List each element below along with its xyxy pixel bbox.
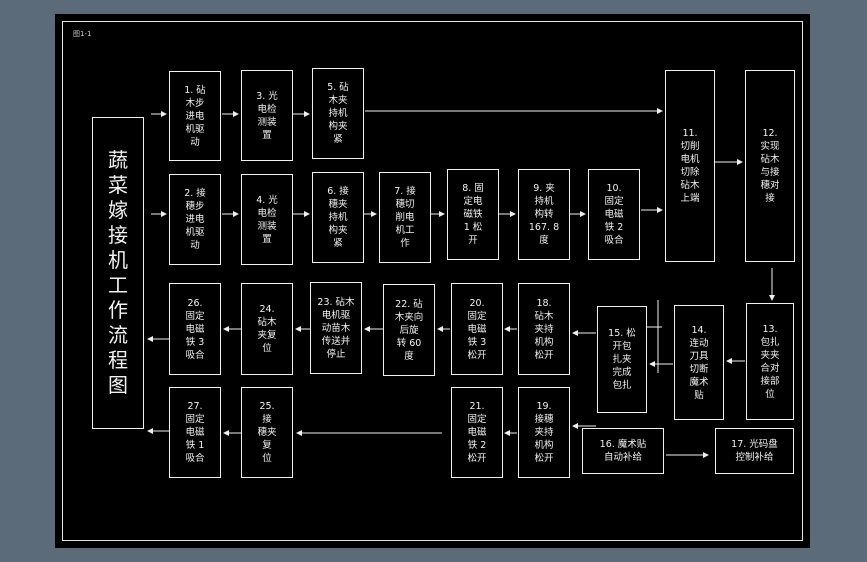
step-2: 2. 接 穗步 进电 机驱 动 [169, 174, 221, 265]
step-1: 1. 砧 木步 进电 机驱 动 [169, 71, 221, 161]
step-27: 27. 固定 电磁 铁 1 吸合 [169, 387, 221, 478]
step-5: 5. 砧 木夹 持机 构夹 紧 [312, 68, 364, 159]
corner-tag: 图1-1 [73, 30, 92, 38]
step-21: 21. 固定 电磁 铁 2 松开 [451, 387, 503, 478]
step-26: 26. 固定 电磁 铁 3 吸合 [169, 283, 221, 375]
step-13: 13. 包扎 夹夹 合对 接部 位 [746, 303, 794, 420]
step-19: 19. 接穗 夹持 机构 松开 [518, 387, 570, 478]
step-15: 15. 松 开包 扎夹 完成 包扎 [597, 306, 647, 413]
step-10: 10. 固定 电磁 铁 2 吸合 [588, 169, 640, 260]
step-7: 7. 接 穗切 削电 机工 作 [379, 172, 431, 263]
step-9: 9. 夹 持机 构转 167. 8 度 [518, 169, 570, 260]
flowchart-title: 蔬 菜 嫁 接 机 工 作 流 程 图 [92, 117, 144, 429]
step-24: 24. 砧木 夹复 位 [241, 283, 293, 375]
step-4: 4. 光 电检 测装 置 [241, 174, 293, 265]
drawing-frame-wrap [55, 14, 810, 548]
drawing-border [62, 21, 803, 541]
step-16: 16. 魔术贴 自动补给 [582, 428, 664, 474]
step-22: 22. 砧 木夹向 后旋 转 60 度 [383, 284, 435, 376]
drawing-canvas [55, 14, 810, 548]
step-6: 6. 接 穗夹 持机 构夹 紧 [312, 172, 364, 263]
step-8: 8. 固 定电 磁铁 1 松 开 [447, 169, 499, 260]
step-18: 18. 砧木 夹持 机构 松开 [518, 283, 570, 375]
step-14: 14. 连动 刀具 切断 魔术 贴 [674, 305, 724, 420]
step-25: 25. 接 穗夹 复 位 [241, 387, 293, 478]
step-17: 17. 光码盘 控制补给 [715, 428, 794, 474]
step-20: 20. 固定 电磁 铁 3 松开 [451, 283, 503, 375]
step-12: 12. 实现 砧木 与接 穗对 接 [745, 70, 795, 262]
step-23: 23. 砧木 电机驱 动苗木 传送并 停止 [310, 282, 362, 374]
step-11: 11. 切削 电机 切除 砧木 上端 [665, 70, 715, 262]
step-3: 3. 光 电检 测装 置 [241, 70, 293, 161]
